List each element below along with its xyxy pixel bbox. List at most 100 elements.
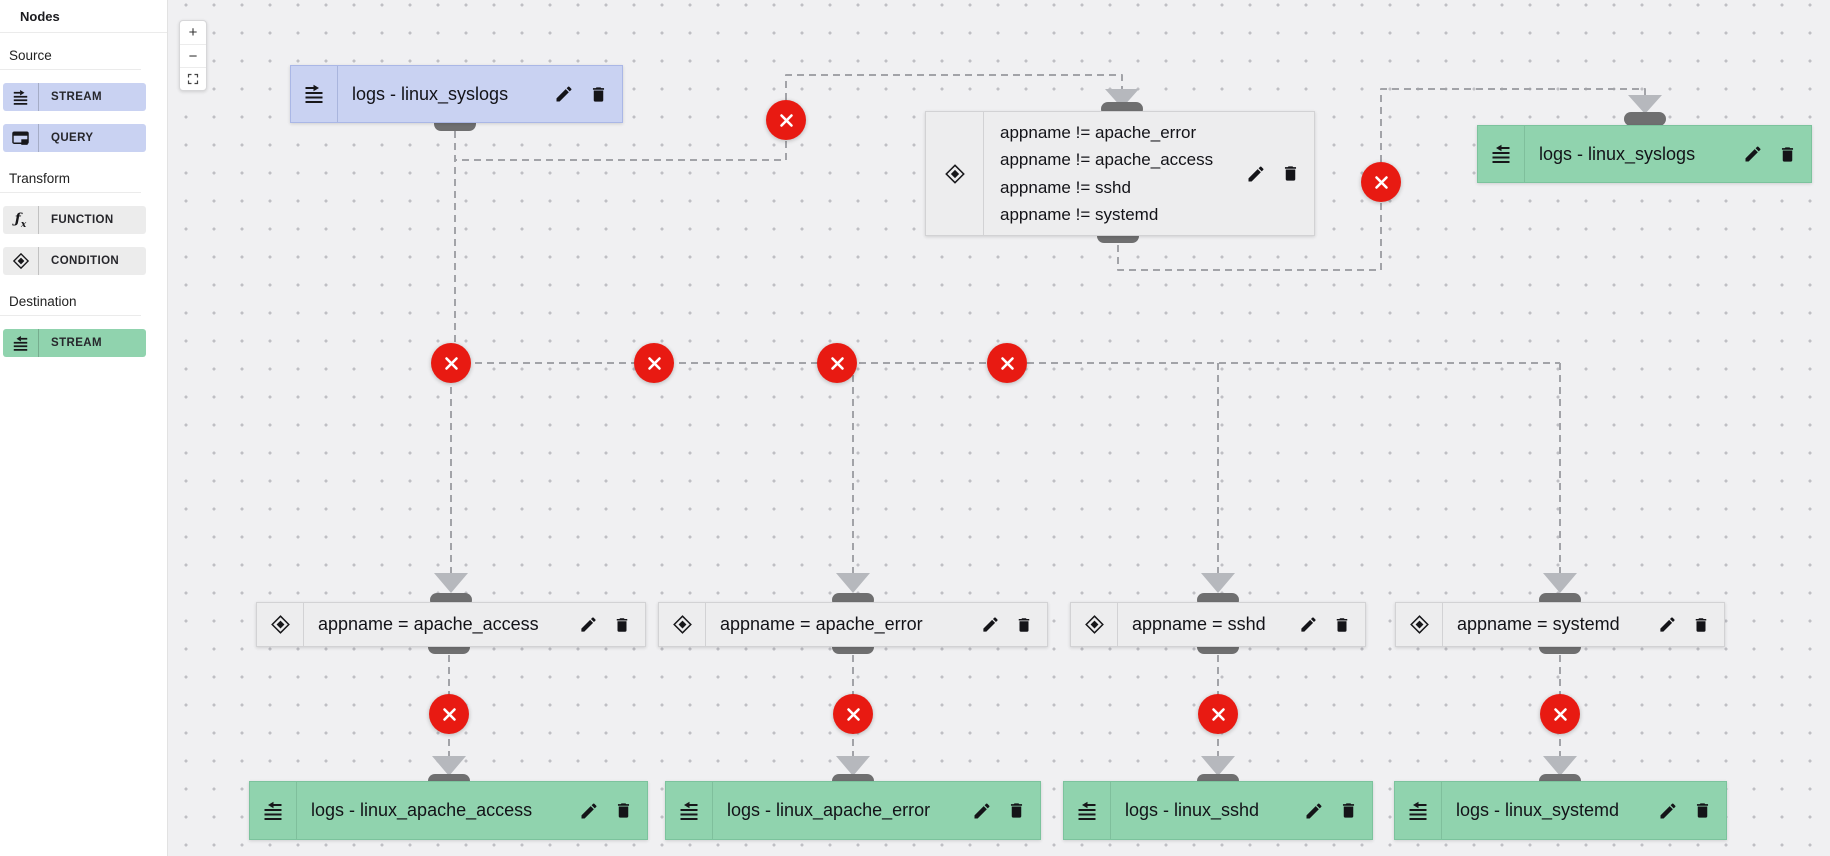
canvas-zoom-controls: + −: [179, 20, 207, 91]
node-cond-apache-access[interactable]: appname = apache_access: [256, 602, 646, 647]
condition-icon: [1071, 603, 1118, 646]
node-cond-apache-error[interactable]: appname = apache_error: [658, 602, 1048, 647]
edit-node-button[interactable]: [1304, 801, 1324, 821]
edit-node-button[interactable]: [1246, 164, 1266, 184]
delete-edge-button[interactable]: [833, 694, 873, 734]
pencil-icon: [983, 617, 998, 632]
delete-edge-button[interactable]: [817, 343, 857, 383]
node-dest-systemd[interactable]: logs - linux_systemd: [1394, 781, 1727, 840]
x-icon: [444, 356, 458, 370]
node-dest-syslogs[interactable]: logs - linux_syslogs: [1477, 125, 1812, 183]
condition-icon: [1396, 603, 1443, 646]
delete-edge-button[interactable]: [634, 343, 674, 383]
x-icon: [1374, 175, 1388, 189]
query-icon: [3, 124, 39, 152]
sidebar-item-transform-condition[interactable]: CONDITION: [3, 247, 146, 275]
sidebar-item-transform-function[interactable]: ƒx FUNCTION: [3, 206, 146, 234]
zoom-in-button[interactable]: +: [180, 21, 206, 44]
fit-view-button[interactable]: [180, 67, 206, 90]
stream-output-icon: [3, 329, 39, 357]
pencil-icon: [581, 617, 596, 632]
delete-node-button[interactable]: [1333, 616, 1351, 634]
node-cond-systemd[interactable]: appname = systemd: [1395, 602, 1725, 647]
fit-view-icon: [187, 73, 199, 85]
pencil-icon: [1301, 617, 1316, 632]
sidebar-item-label: QUERY: [51, 132, 94, 144]
delete-node-button[interactable]: [1007, 801, 1026, 820]
delete-edge-button[interactable]: [987, 343, 1027, 383]
edit-node-button[interactable]: [554, 84, 574, 104]
node-cond-sshd[interactable]: appname = sshd: [1070, 602, 1366, 647]
x-icon: [1553, 707, 1567, 721]
pencil-icon: [1660, 803, 1676, 818]
trash-icon: [1342, 803, 1355, 818]
stream-output-icon: [1064, 782, 1111, 839]
node-label: logs - linux_syslogs: [352, 83, 509, 104]
x-icon: [1211, 707, 1225, 721]
condition-row: appname != systemd: [1000, 205, 1159, 224]
edit-node-button[interactable]: [1658, 615, 1677, 634]
delete-edge-button[interactable]: [1198, 694, 1238, 734]
delete-node-button[interactable]: [1339, 801, 1358, 820]
delete-node-button[interactable]: [1778, 145, 1797, 164]
condition-icon: [659, 603, 706, 646]
pencil-icon: [1745, 146, 1761, 162]
stream-output-icon: [250, 782, 297, 839]
stream-output-icon: [666, 782, 713, 839]
sidebar-item-source-query[interactable]: QUERY: [3, 124, 146, 152]
section-label-source: Source: [9, 48, 52, 63]
stream-input-icon: [3, 83, 39, 111]
delete-node-button[interactable]: [1693, 801, 1712, 820]
stream-output-icon: [1395, 782, 1442, 839]
delete-node-button[interactable]: [1281, 164, 1300, 183]
delete-node-button[interactable]: [1692, 616, 1710, 634]
delete-node-button[interactable]: [613, 616, 631, 634]
edit-node-button[interactable]: [579, 801, 599, 821]
delete-edge-button[interactable]: [431, 343, 471, 383]
delete-node-button[interactable]: [1015, 616, 1033, 634]
delete-node-button[interactable]: [614, 801, 633, 820]
trash-icon: [1336, 617, 1348, 632]
trash-icon: [1010, 803, 1023, 818]
node-dest-sshd[interactable]: logs - linux_sshd: [1063, 781, 1373, 840]
edit-node-button[interactable]: [1299, 615, 1318, 634]
x-icon: [1000, 356, 1014, 370]
edit-node-button[interactable]: [981, 615, 1000, 634]
node-source-syslogs[interactable]: logs - linux_syslogs: [290, 65, 623, 123]
node-filter-conditions[interactable]: appname != apache_error appname != apach…: [925, 111, 1315, 236]
sidebar-title: Nodes: [20, 9, 60, 24]
node-label: appname = apache_error: [720, 614, 923, 634]
delete-edge-button[interactable]: [429, 694, 469, 734]
pencil-icon: [1306, 803, 1322, 818]
sidebar-item-source-stream[interactable]: STREAM: [3, 83, 146, 111]
edit-node-button[interactable]: [579, 615, 598, 634]
sidebar-item-destination-stream[interactable]: STREAM: [3, 329, 146, 357]
node-label: logs - linux_syslogs: [1539, 143, 1696, 164]
delete-edge-button[interactable]: [1540, 694, 1580, 734]
pencil-icon: [974, 803, 990, 818]
trash-icon: [616, 617, 628, 632]
delete-node-button[interactable]: [589, 85, 608, 104]
node-label: logs - linux_apache_access: [311, 800, 533, 820]
delete-edge-button[interactable]: [766, 100, 806, 140]
sidebar-item-label: STREAM: [51, 91, 102, 103]
edit-node-button[interactable]: [1743, 144, 1763, 164]
edit-node-button[interactable]: [972, 801, 992, 821]
node-dest-apache-access[interactable]: logs - linux_apache_access: [249, 781, 648, 840]
delete-edge-button[interactable]: [1361, 162, 1401, 202]
zoom-out-button[interactable]: −: [180, 44, 206, 67]
edit-node-button[interactable]: [1658, 801, 1678, 821]
trash-icon: [1696, 803, 1709, 818]
node-label: logs - linux_sshd: [1125, 800, 1260, 820]
node-label: appname = systemd: [1457, 614, 1620, 634]
trash-icon: [617, 803, 630, 818]
sidebar-item-label: CONDITION: [51, 255, 120, 267]
node-dest-apache-error[interactable]: logs - linux_apache_error: [665, 781, 1041, 840]
stream-output-icon: [1478, 126, 1525, 182]
sidebar-item-label: FUNCTION: [51, 214, 114, 226]
trash-icon: [1284, 166, 1297, 181]
condition-row: appname != sshd: [1000, 177, 1131, 197]
node-label: appname = apache_access: [318, 614, 539, 634]
pencil-icon: [581, 803, 597, 818]
